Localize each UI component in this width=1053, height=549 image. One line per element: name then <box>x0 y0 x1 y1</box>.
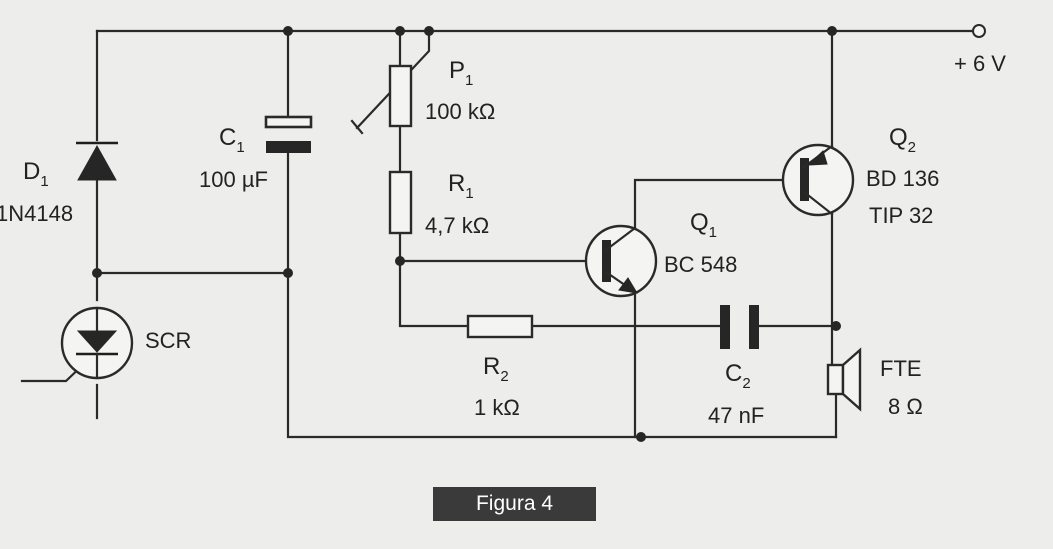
q1-ref-label: Q1 <box>690 209 717 241</box>
junction-dot <box>283 268 293 278</box>
junction-dot <box>395 256 405 266</box>
c1-branch-wire <box>286 29 838 439</box>
c2-value-label: 47 nF <box>708 403 764 428</box>
junction-dot <box>283 26 293 36</box>
q1-value-label: BC 548 <box>664 252 737 277</box>
r1-value-label: 4,7 kΩ <box>425 213 489 238</box>
q1-collector-wire <box>633 178 786 230</box>
d1-branch-wire <box>95 29 290 275</box>
junction-dot <box>424 26 434 36</box>
r2-ref-label: R2 <box>483 353 509 385</box>
speaker-ref-label: FTE <box>880 356 922 381</box>
r1-resistor-symbol <box>388 170 413 235</box>
junction-dot <box>395 26 405 36</box>
q2-ref-label: Q2 <box>889 124 916 156</box>
d1-ref-label: D1 <box>23 158 49 190</box>
figure-caption: Figura 4 <box>433 487 596 521</box>
c1-value-label: 100 µF <box>199 167 268 192</box>
c2-ref-label: C2 <box>725 360 751 392</box>
speaker-symbol <box>826 347 862 412</box>
junction-dots <box>92 26 841 442</box>
speaker-value-label: 8 Ω <box>888 394 923 419</box>
junction-dot <box>636 432 646 442</box>
q2-collector-wire <box>830 212 838 367</box>
junction-dot <box>831 321 841 331</box>
scr-symbol <box>60 306 134 380</box>
q2-value2-label: TIP 32 <box>869 203 933 228</box>
p1-ref-label: P1 <box>449 57 473 89</box>
junction-dot <box>827 26 837 36</box>
r1-ref-label: R1 <box>448 170 474 202</box>
scr-ref-label: SCR <box>145 328 191 353</box>
r1-down-wire <box>398 231 470 328</box>
supply-voltage-label: + 6 V <box>954 51 1006 76</box>
q1-npn-transistor-symbol <box>584 224 658 298</box>
p1-wiper-wire <box>355 29 431 130</box>
r2-resistor-symbol <box>466 314 534 339</box>
p1-potentiometer-symbol <box>350 64 413 135</box>
d1-value-label: 1N4148 <box>0 201 73 226</box>
q2-value-label: BD 136 <box>866 166 939 191</box>
c1-ref-label: C1 <box>219 124 245 156</box>
supply-terminal <box>972 24 986 38</box>
c1-capacitor-symbol <box>264 115 313 153</box>
c2-capacitor-symbol <box>720 305 759 349</box>
d1-diode-symbol <box>76 141 118 181</box>
junction-dot <box>92 268 102 278</box>
p1-value-label: 100 kΩ <box>425 99 495 124</box>
r2-value-label: 1 kΩ <box>474 395 520 420</box>
q2-pnp-transistor-symbol <box>781 143 855 217</box>
